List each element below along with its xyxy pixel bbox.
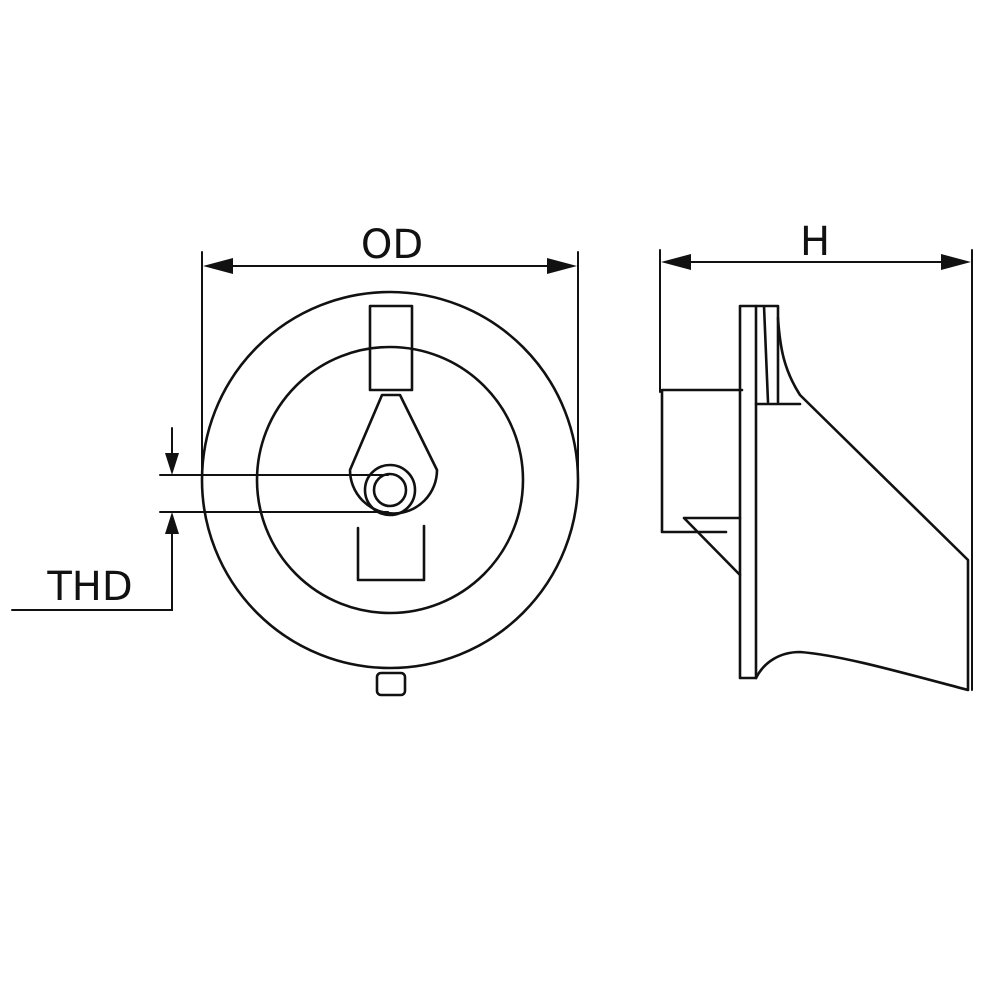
thd-dimension: THD xyxy=(11,427,389,611)
plate-slot xyxy=(754,304,780,404)
top-slot xyxy=(368,304,414,392)
mounting-plate xyxy=(738,304,758,680)
side-chamfer xyxy=(682,516,742,577)
inner-disc xyxy=(255,345,525,615)
front-view xyxy=(200,290,580,697)
lower-boss xyxy=(356,524,426,582)
anode-body xyxy=(754,316,970,692)
od-dimension: OD xyxy=(201,222,579,481)
bolt-hole-inner xyxy=(372,472,408,508)
bolt-hole-outer xyxy=(363,463,417,517)
od-label: OD xyxy=(361,222,423,268)
h-dimension: H xyxy=(659,219,973,691)
thd-leader xyxy=(11,529,173,611)
bottom-tab xyxy=(375,671,407,697)
side-view xyxy=(660,304,970,692)
thd-label: THD xyxy=(46,564,132,610)
h-label: H xyxy=(800,219,830,265)
h-arrow-right xyxy=(941,254,971,270)
thd-arrow-top xyxy=(165,453,179,475)
thd-arrow-bottom xyxy=(165,512,179,534)
outer-rim xyxy=(200,290,580,670)
h-arrow-left xyxy=(661,254,691,270)
mounting-lug xyxy=(348,393,439,515)
od-arrow-left xyxy=(203,258,233,274)
od-arrow-right xyxy=(547,258,577,274)
side-stem xyxy=(660,388,744,534)
